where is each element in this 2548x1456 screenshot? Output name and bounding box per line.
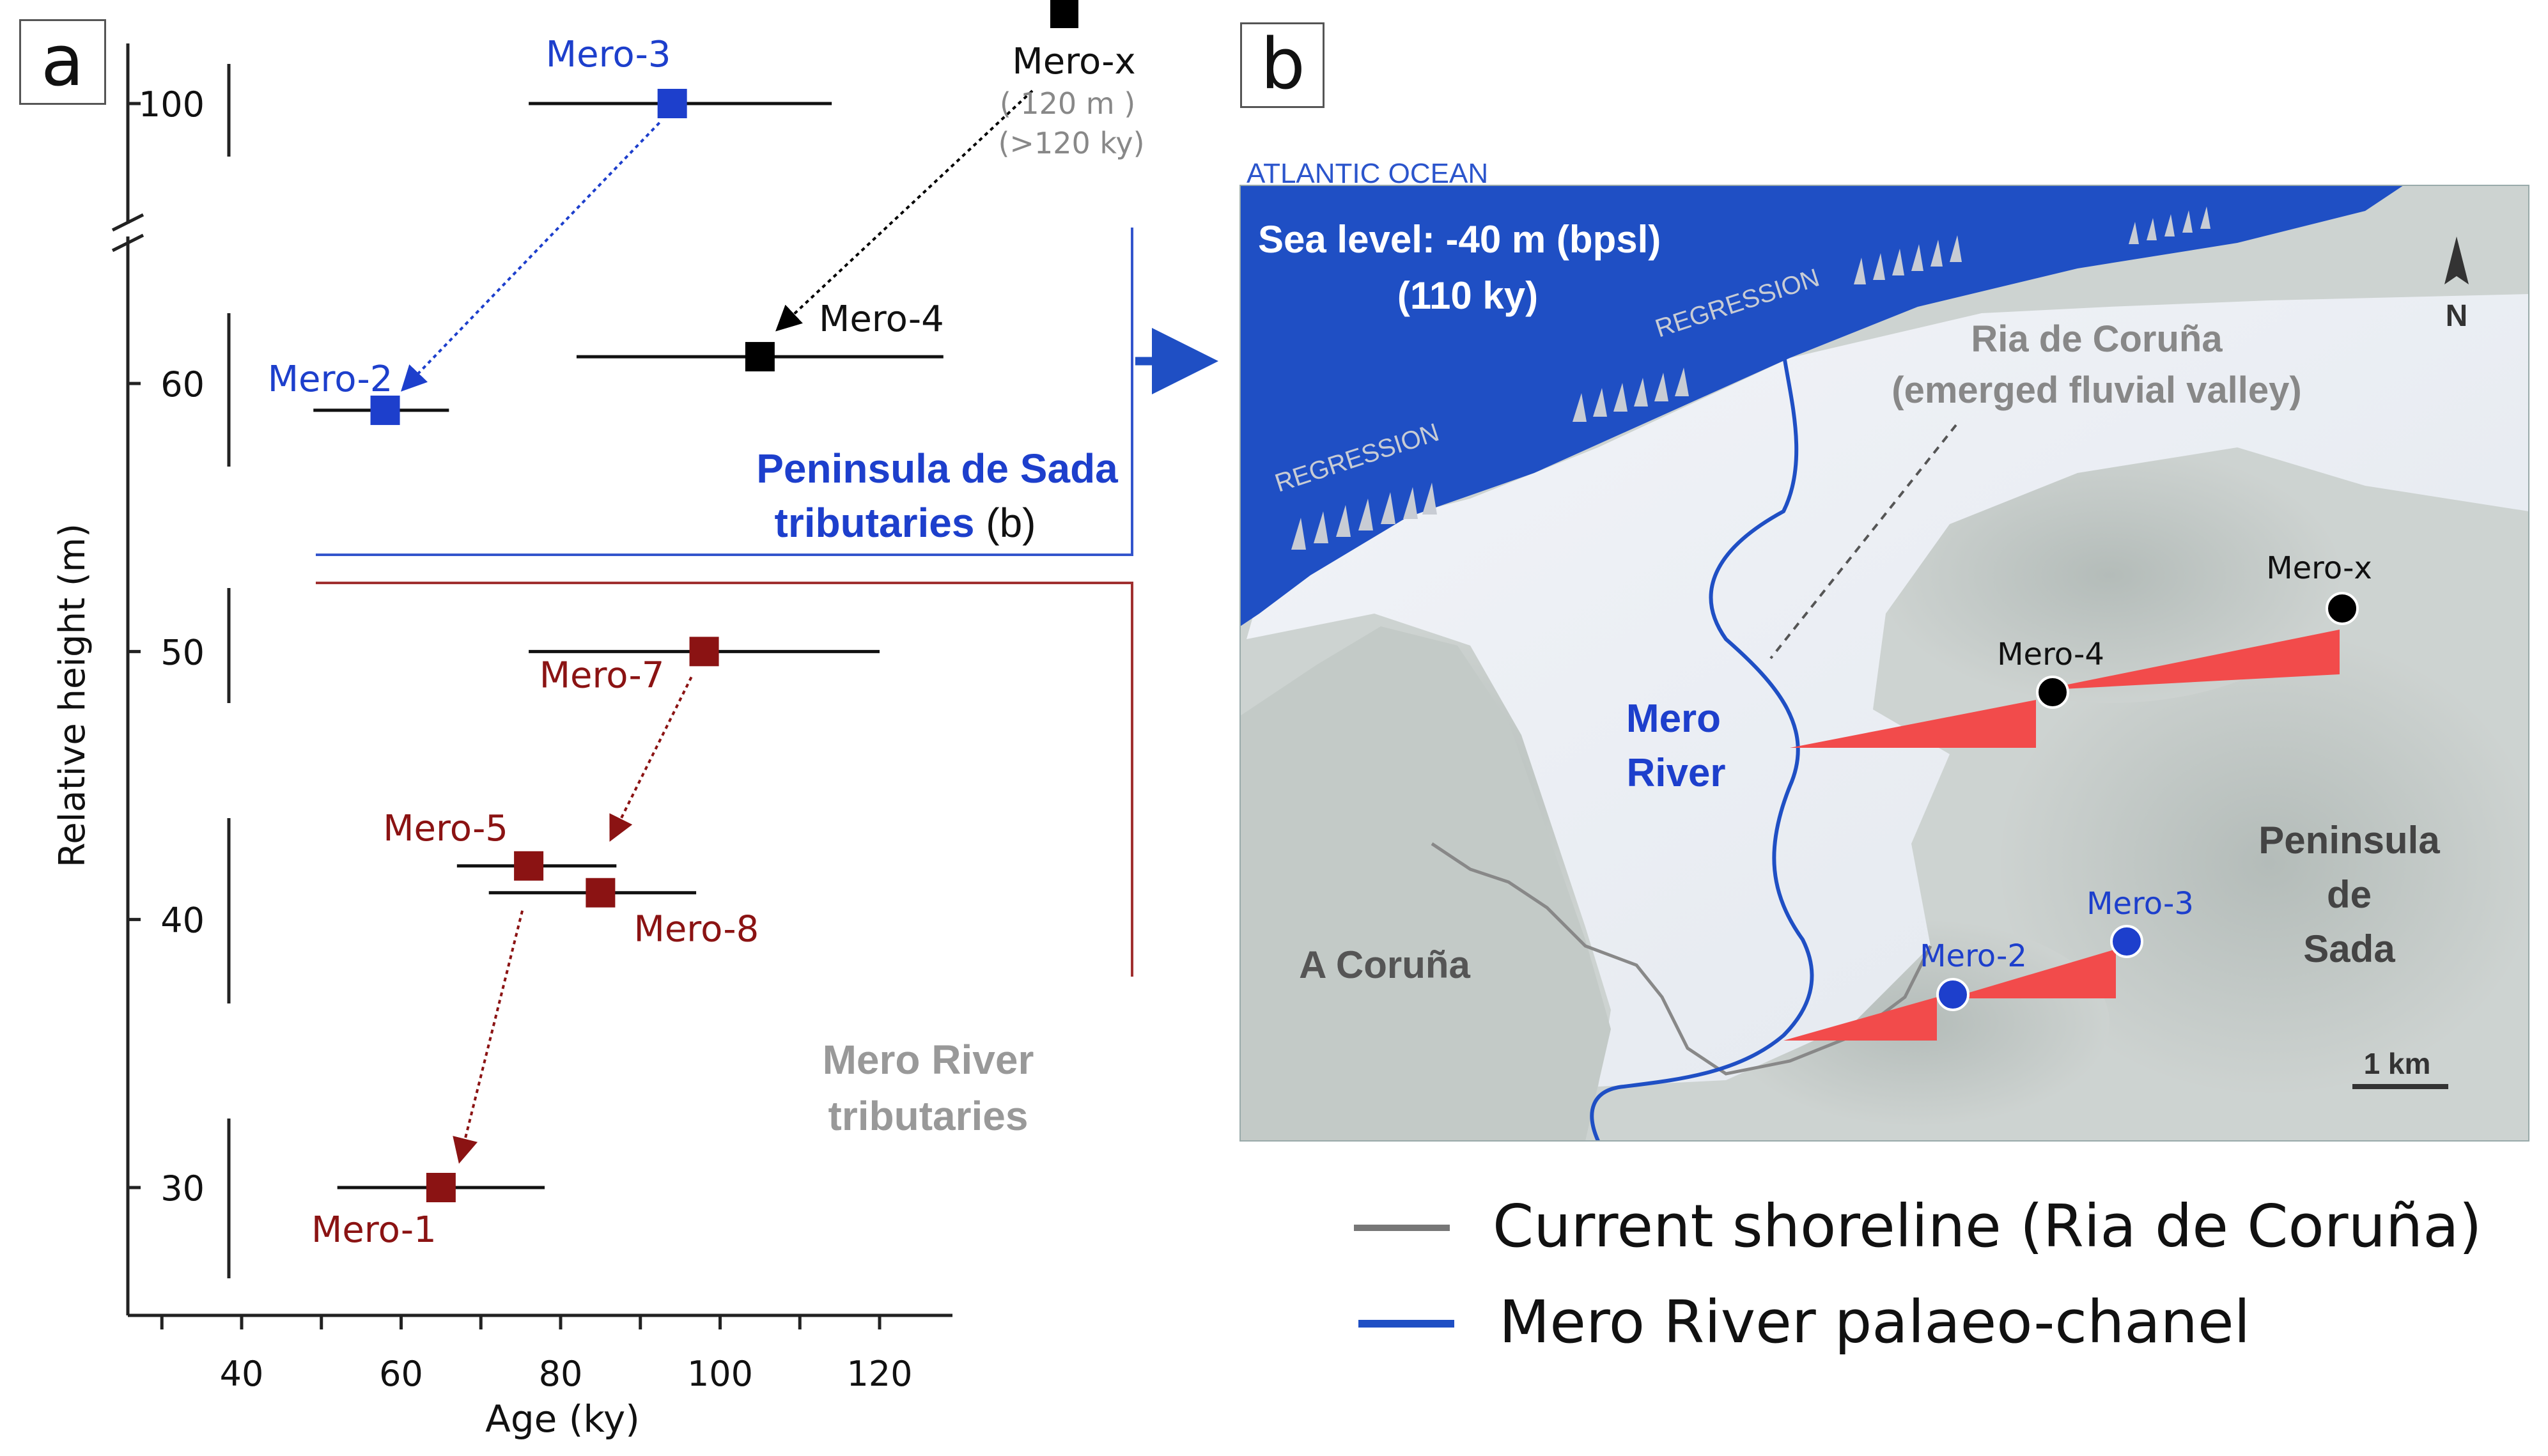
site-label-mero-3: Mero-3 [2086,886,2194,922]
map-panel-b [1240,185,2529,1141]
data-point-label: Mero-3 [546,34,671,75]
sada-group-bracket [316,228,1133,556]
panel-b-label-box [1240,22,1324,108]
mero-group-bracket [316,582,1133,977]
x-tick-label: 80 [539,1354,583,1394]
trend-arrows [401,89,1034,1164]
peninsula-label-line3: Sada [2303,927,2395,970]
site-label-mero-x: Mero-x [2266,550,2372,586]
city-label: A Coruña [1299,943,1470,986]
hill-shade [1879,447,2340,703]
ria-pointer-line [1769,424,1957,660]
site-marker-mero-3 [2110,925,2143,958]
site-marker-mero-4 [2036,676,2069,709]
mero-x-height-note: ( 120 m ) [1000,86,1135,121]
y-axis-break-mark [111,233,144,252]
sada-group-label-suffix: (b) [974,500,1036,546]
data-point-label: Mero-4 [819,298,944,340]
ria-label-line1: Ria de Coruña [1971,318,2223,360]
legend-label-shoreline: Current shoreline (Ria de Coruña) [1493,1192,2482,1260]
ocean [1240,185,2404,626]
data-point-marker [657,89,687,118]
data-point-label: Mero-1 [311,1209,437,1251]
regression-marks [1291,206,2210,550]
legend-label-palaeo-channel: Mero River palaeo-chanel [1499,1288,2251,1356]
mero-palaeo-channel [1590,351,1814,1141]
western-land [1240,626,1611,1141]
sada-group-label-line1: Peninsula de Sada [756,445,1118,492]
sada-group-label-line2: tributaries (b) [775,500,1036,546]
river-label-line2: River [1626,751,1725,795]
y-axis-label: Relative height (m) [52,523,93,867]
data-point-label: Mero-7 [540,654,665,696]
site-marker-mero-2 [1936,978,1969,1011]
y-axis-break-mark [111,213,144,232]
emerged-valley [1247,294,2529,1087]
chart-panel-a: 30 40 50 60 100 40 60 80 100 120 Relative height… [52,0,1218,1441]
y-tick-label: 60 [160,364,205,405]
north-label: N [2446,299,2468,333]
scale-label: 1 km [2364,1047,2431,1080]
data-point-label: Mero-8 [634,909,759,950]
y-tick-label: 40 [160,901,205,941]
panel-a-letter: a [41,20,84,102]
mero-x-label: Mero-x [1012,41,1135,82]
x-axis-label: Age (ky) [485,1397,640,1441]
sea-level-line1: Sea level: -40 m (bpsl) [1258,218,1661,261]
y-ticks: 30 40 50 60 100 [128,84,205,1209]
x-tick-label: 100 [687,1354,753,1394]
mero-group-label-line1: Mero River [823,1037,1034,1083]
x-ticks: 40 60 80 100 120 [160,1315,913,1394]
x-tick-label: 40 [220,1354,264,1394]
data-point-marker [370,395,400,425]
site-label-mero-4: Mero-4 [1997,637,2104,672]
gradient-wedge-mero-x [2039,630,2340,690]
map-frame [1239,185,2529,1142]
peninsula-label-line1: Peninsula [2258,819,2440,862]
ria-label-line2: (emerged fluvial valley) [1892,369,2301,411]
data-point-marker [745,342,775,372]
trend-arrow [775,89,1034,332]
peninsula-label-line2: de [2327,873,2372,916]
data-point-marker [689,637,719,667]
y-tick-label: 30 [160,1168,205,1209]
hill-shade [2001,633,2529,1093]
mero-x-marker [1050,0,1078,28]
sada-group-label-word: tributaries [775,500,975,546]
data-point-label: Mero-2 [268,359,393,400]
panel-b-letter: b [1261,23,1305,105]
gradient-wedge-mero-4 [1790,700,2036,748]
north-arrow-icon [2444,236,2469,284]
trend-arrow [401,121,661,392]
trend-arrow [453,910,524,1164]
mero-x-age-note: (>120 ky) [998,126,1144,160]
gradient-wedge-mero-3 [1950,949,2116,998]
gradient-wedge-mero-2 [1783,997,1937,1041]
y-tick-label: 100 [139,84,205,125]
y-tick-label: 50 [160,632,205,672]
trend-arrow [609,676,693,842]
mero-group-label-line2: tributaries [828,1093,1029,1139]
data-point-label: Mero-5 [383,808,508,849]
x-tick-label: 120 [846,1354,912,1394]
ocean-label: ATLANTIC OCEAN [1247,158,1488,189]
data-point-marker [514,851,544,881]
panel-a-label-box [19,19,106,105]
data-point-marker [586,878,616,908]
data-point-marker [426,1173,456,1202]
site-marker-mero-x [2326,592,2359,625]
site-label-mero-2: Mero-2 [1920,938,2027,974]
river-label-line1: Mero [1626,697,1721,741]
sea-level-line2: (110 ky) [1397,274,1538,317]
x-tick-label: 60 [379,1354,423,1394]
